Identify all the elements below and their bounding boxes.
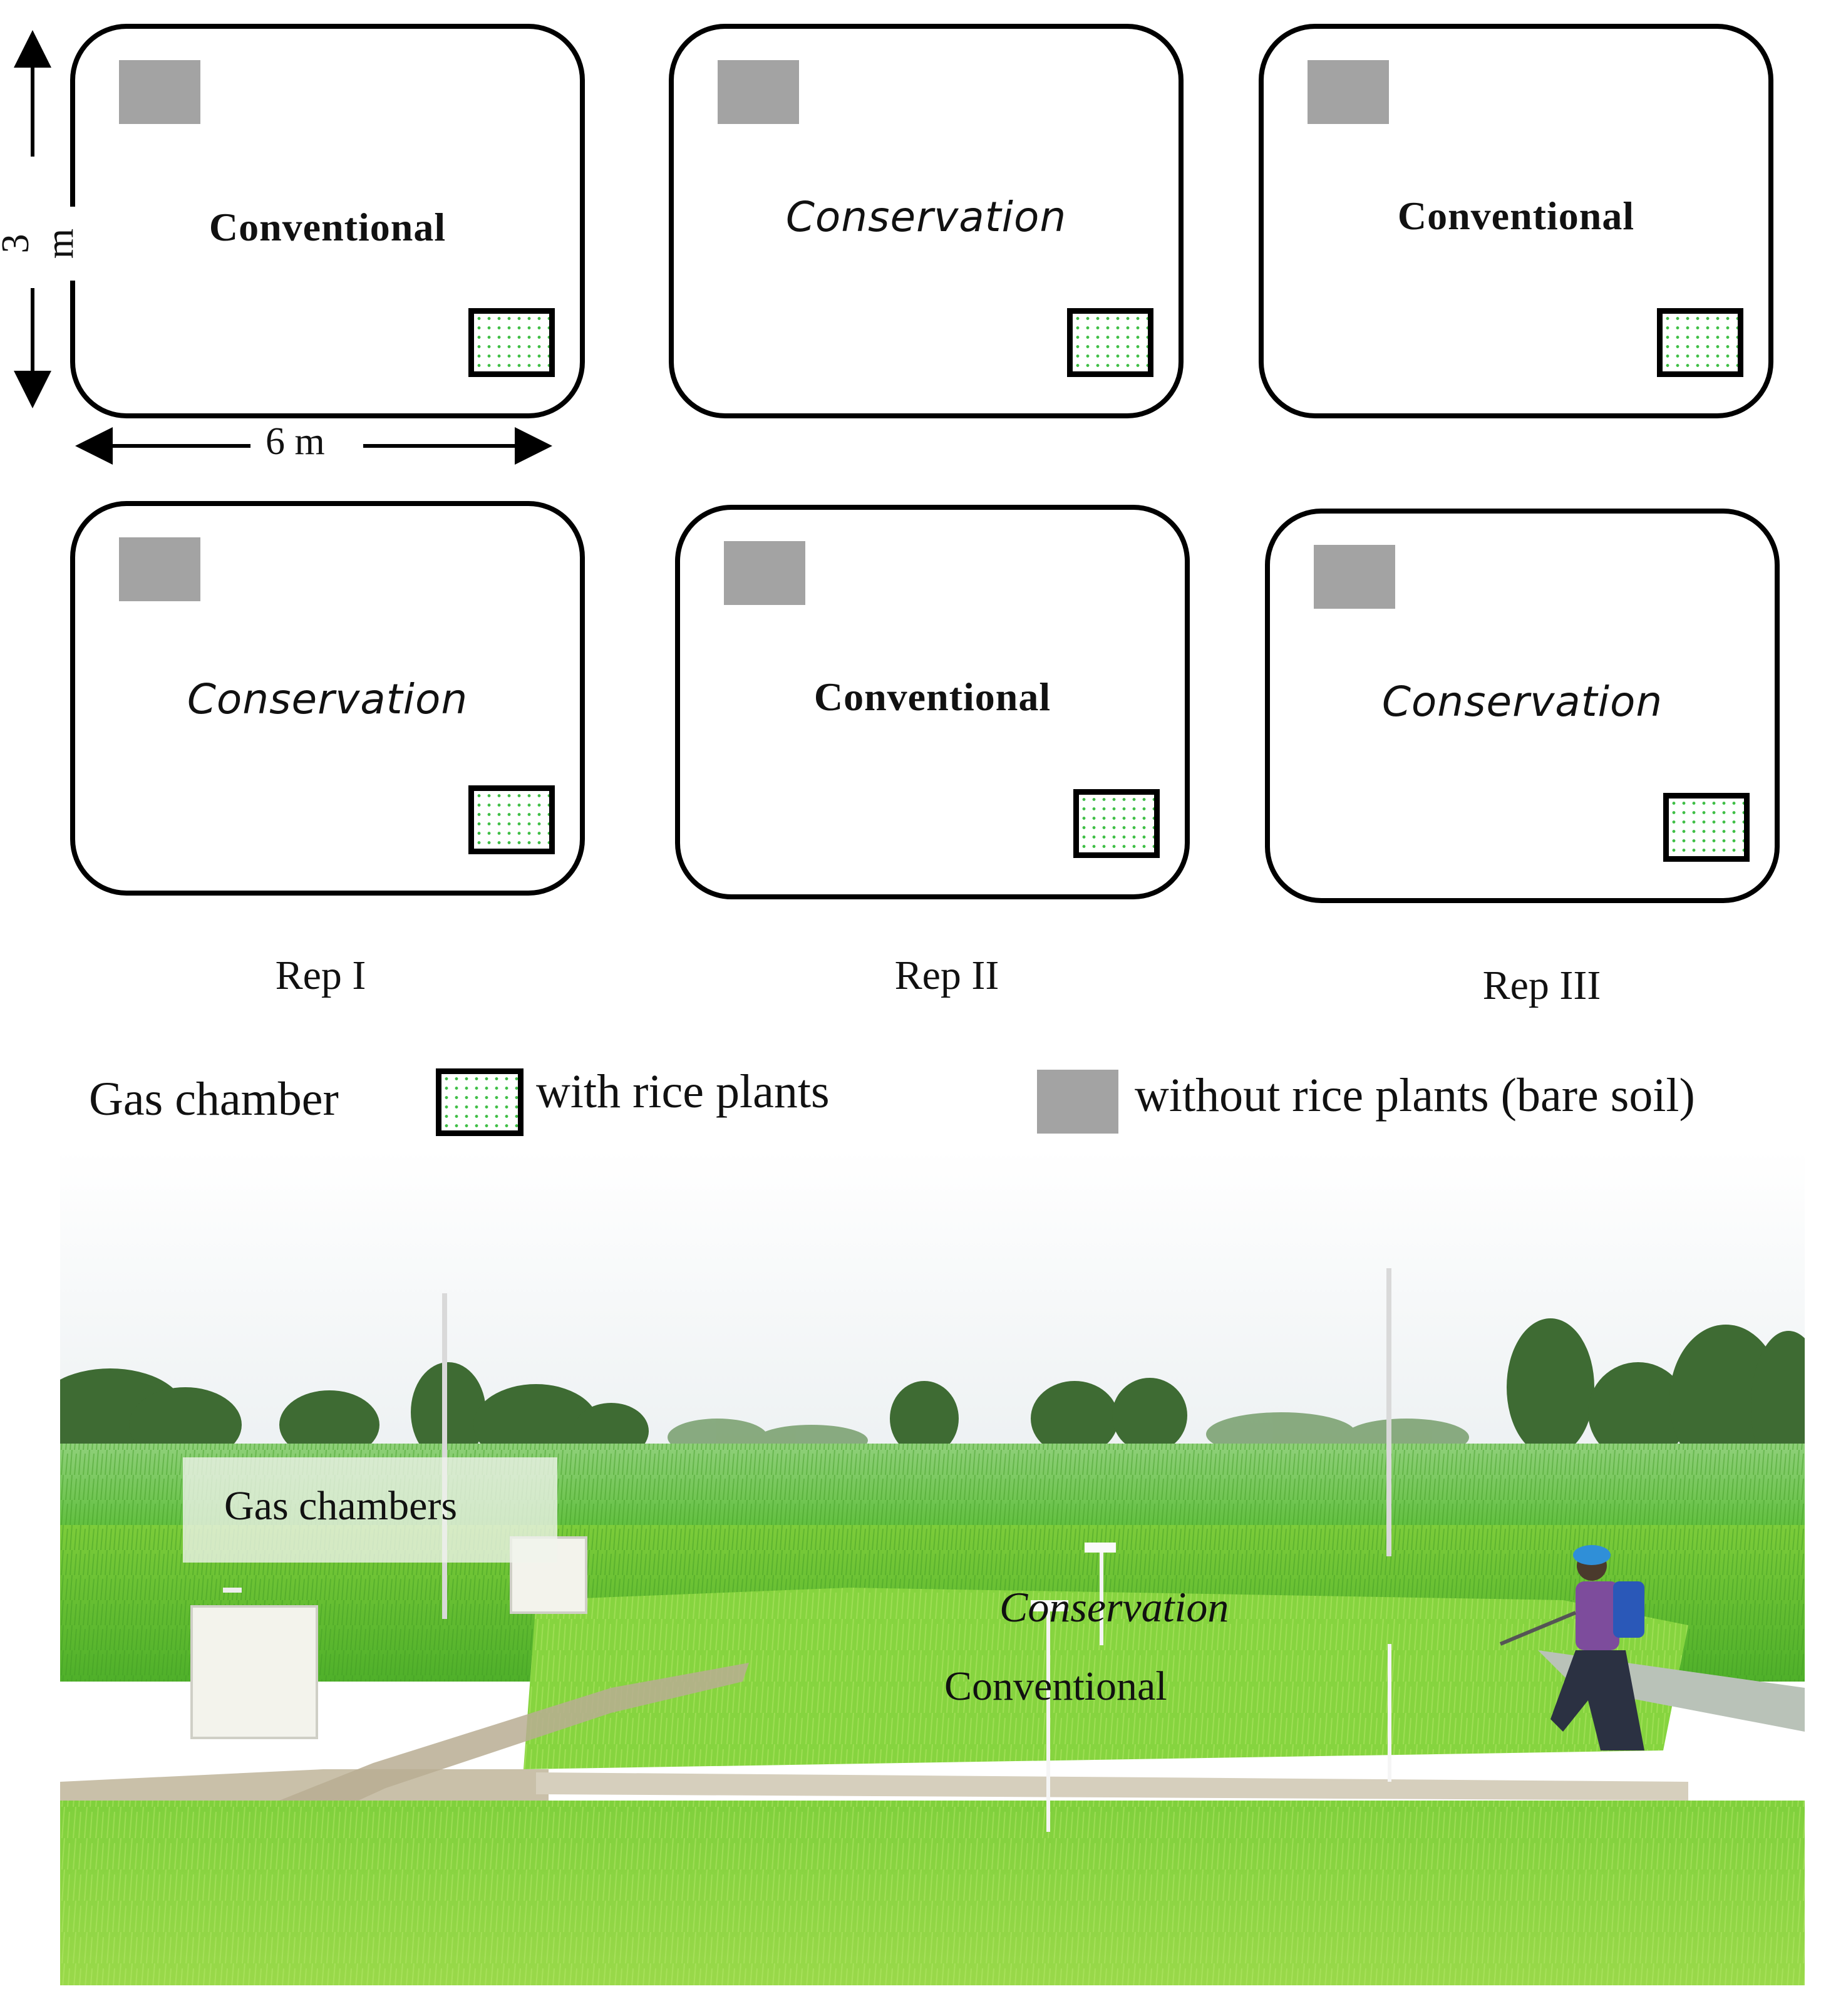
gas-chambers-label-box bbox=[183, 1457, 557, 1563]
plot-rep3-row1: Conventional bbox=[1259, 24, 1773, 418]
rep-label-2: Rep II bbox=[894, 953, 999, 998]
bare-soil-chamber bbox=[119, 537, 200, 601]
rep-label-1: Rep I bbox=[275, 953, 366, 998]
plot-rep3-row2: Conservation bbox=[1265, 509, 1780, 903]
height-dimension-label: 3 m bbox=[0, 207, 83, 281]
rep-label-3: Rep III bbox=[1482, 963, 1601, 1008]
width-dimension-label: 6 m bbox=[257, 420, 334, 464]
plot-rep2-row2: Conventional bbox=[675, 505, 1190, 899]
person-figure bbox=[1499, 1545, 1644, 1750]
plot-label: Conventional bbox=[813, 675, 1051, 719]
bare-soil-chamber bbox=[1308, 60, 1389, 124]
bare-soil-chamber bbox=[119, 60, 200, 124]
plot-label: Conservation bbox=[1381, 678, 1663, 726]
rice-field-illustration bbox=[60, 1149, 1805, 1985]
plot-label: Conventional bbox=[1397, 194, 1635, 238]
bare-soil-chamber bbox=[1314, 545, 1395, 609]
bare-soil-chamber bbox=[718, 60, 799, 124]
rice-chamber bbox=[468, 308, 555, 377]
legend-bare-swatch bbox=[1037, 1070, 1118, 1134]
field-photo: Gas chambers Conservation Conventional bbox=[60, 1149, 1805, 1985]
plot-label: Conventional bbox=[209, 205, 446, 249]
bare-soil-chamber bbox=[724, 541, 805, 605]
gas-chambers-label: Gas chambers bbox=[224, 1483, 458, 1529]
plot-rep1-row1: Conventional bbox=[70, 24, 585, 418]
plot-label: Conservation bbox=[785, 193, 1067, 241]
conventional-photo-label: Conventional bbox=[944, 1663, 1167, 1709]
rice-chamber bbox=[1657, 308, 1743, 377]
legend-rice-swatch bbox=[436, 1068, 524, 1136]
plot-label: Conservation bbox=[187, 675, 468, 723]
rice-chamber bbox=[468, 785, 555, 854]
legend-with-rice: with rice plants bbox=[536, 1065, 830, 1118]
plot-rep2-row1: Conservation bbox=[669, 24, 1184, 418]
legend-bare-soil: without rice plants (bare soil) bbox=[1135, 1069, 1695, 1122]
legend-title: Gas chamber bbox=[89, 1073, 339, 1125]
dimension-arrows bbox=[13, 30, 552, 465]
rice-chamber bbox=[1067, 308, 1153, 377]
conservation-photo-label: Conservation bbox=[999, 1583, 1229, 1631]
plot-rep1-row2: Conservation bbox=[70, 501, 585, 896]
rice-chamber bbox=[1073, 789, 1160, 858]
rice-chamber bbox=[1663, 793, 1750, 862]
